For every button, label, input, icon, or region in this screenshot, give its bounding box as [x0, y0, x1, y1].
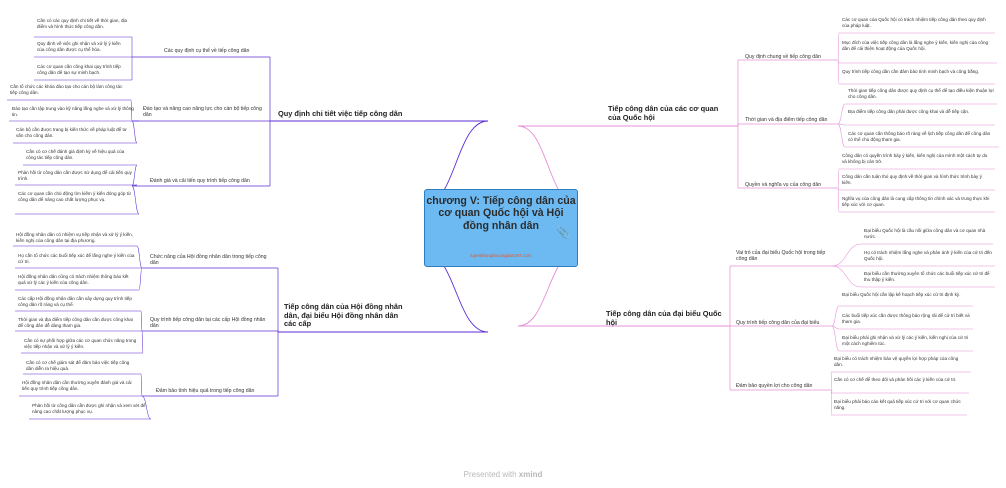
branch-b4-sub-0-leaf-0[interactable]: Đại biểu Quốc hội là cầu nối giữa công d… [864, 228, 986, 239]
leaf-connector [141, 395, 152, 420]
leaf-connector [837, 168, 840, 189]
branch-b2-sub-2-leaf-0[interactable]: Cần có cơ chế giám sát để đảm bảo việc t… [26, 360, 130, 371]
branch-b1-sub-1-leaf-0[interactable]: Cần tổ chức các khóa đào tạo cho cán bộ … [10, 84, 123, 95]
branch-b3-sub-0-leaf-0[interactable]: Các cơ quan của Quốc hội có trách nhiệm … [842, 17, 986, 28]
branch-b4-sub-2-leaf-2[interactable]: Đại biểu phải báo cáo kết quả tiếp xúc c… [834, 399, 961, 410]
branch-b4-sub-1-leaf-1[interactable]: Các buổi tiếp xúc cần được thông báo rộn… [842, 313, 970, 324]
branch-b4-title[interactable]: Tiếp công dân của đại biểu Quốc hội [606, 309, 722, 327]
leaf-connector [140, 310, 143, 332]
leaf-connector [830, 389, 833, 416]
branch-b1-sub-0-leaf-2[interactable]: Các cơ quan cần công khai quy trình tiếp… [37, 64, 121, 75]
branch-b3-sub-2-leaf-1[interactable]: Công dân cần tuân thủ quy định về thời g… [842, 174, 982, 185]
central-topic[interactable]: chương V: Tiếp công dân của cơ quan Quốc… [424, 189, 578, 267]
branch-b1-sub-2[interactable]: Đánh giá và cải tiến quy trình tiếp công… [150, 178, 250, 184]
central-topic-url: luyenthongtincongdan247.com [470, 253, 532, 258]
branch-b3-sub-2-leaf-2[interactable]: Nghĩa vụ của công dân là cung cấp thông … [842, 196, 990, 207]
leaf-connector [831, 325, 840, 330]
branch-b3-sub-2-leaf-0[interactable]: Công dân có quyền trình bày ý kiến, kiến… [842, 153, 988, 164]
branch-b2-sub-2-leaf-2[interactable]: Phản hồi từ công dân cần được ghi nhận v… [32, 403, 146, 414]
leaf-connector [138, 267, 143, 291]
branch-b1-sub-0-leaf-0[interactable]: Cần có các quy định chi tiết về thời gia… [37, 18, 128, 29]
branch-b1-sub-1-leaf-2[interactable]: Cán bộ cần được trang bị kiến thức về ph… [16, 127, 127, 138]
branch-b3-sub-0[interactable]: Quy định chung về tiếp công dân [745, 54, 821, 60]
branch-b2-title[interactable]: Tiếp công dân của Hội đồng nhân dân, đại… [284, 302, 403, 329]
branch-b3-sub-0-leaf-2[interactable]: Quy trình tiếp công dân cần đảm bảo tính… [842, 69, 980, 74]
leaf-connector [140, 373, 143, 397]
branch-b4-sub-1[interactable]: Quy trình tiếp công dân của đại biểu [736, 320, 820, 326]
branch-b2-sub-0-leaf-1[interactable]: Họ cần tổ chức các buổi tiếp xúc để lắng… [18, 253, 135, 264]
branch-b2-sub-0-leaf-0[interactable]: Hội đồng nhân dân có nhiệm vụ tiếp nhận … [16, 232, 133, 243]
branch-b4-sub-2[interactable]: Đảm bảo quyền lợi cho công dân [736, 383, 813, 389]
branch-b1-sub-0-leaf-1[interactable]: Quy định về việc ghi nhận và xử lý ý kiế… [37, 41, 121, 52]
branch-b3-sub-2[interactable]: Quyền và nghĩa vụ của công dân [745, 182, 822, 188]
branch-b3-sub-1[interactable]: Thời gian và địa điểm tiếp công dân [745, 117, 828, 123]
branch-b4-sub-0[interactable]: Vai trò của đại biểu Quốc hội trong tiếp… [736, 250, 826, 263]
leaf-connector [837, 59, 840, 85]
leaf-connector [831, 265, 862, 288]
branch-b3-sub-1-leaf-2[interactable]: Các cơ quan cần thông báo rõ ràng về lịc… [848, 131, 991, 142]
branch-b1-sub-0[interactable]: Các quy định cụ thể về tiếp công dân [164, 48, 250, 54]
attachment-icon: 📎 [556, 227, 570, 239]
leaf-connector [831, 243, 862, 267]
branch-b1-sub-2-leaf-1[interactable]: Phản hồi từ công dân cần được sử dụng để… [18, 170, 132, 181]
branch-b3-sub-0-leaf-1[interactable]: Mục đích của việc tiếp công dân là lắng … [842, 40, 989, 51]
branch-b1-title[interactable]: Quy định chi tiết việc tiếp công dân [278, 109, 403, 118]
branch-b2-sub-0[interactable]: Chức năng của Hội đồng nhân dân trong ti… [150, 254, 267, 267]
leaf-connector [831, 325, 840, 352]
leaf-connector [837, 32, 840, 61]
leaf-connector [837, 187, 840, 213]
leaf-connector [830, 371, 833, 391]
branch-b2-sub-1-leaf-0[interactable]: Các cấp Hội đồng nhân dân cần xây dựng q… [18, 296, 132, 307]
leaf-connector [130, 99, 133, 122]
branch-b4-sub-0-leaf-1[interactable]: Họ có trách nhiệm lắng nghe và phản ánh … [864, 250, 992, 261]
leaf-connector [141, 330, 144, 354]
branch-b3-title[interactable]: Tiếp công dân của các cơ quan của Quốc h… [608, 104, 719, 122]
branch-b4-sub-1-leaf-2[interactable]: Đại biểu phải ghi nhận và xử lý các ý ki… [842, 335, 969, 346]
leaf-connector [837, 123, 846, 148]
branch-b4-sub-1-leaf-0[interactable]: Đại biểu Quốc hội cần lập kế hoạch tiếp … [842, 292, 961, 297]
leaf-connector [837, 123, 846, 126]
branch-b2-sub-2-leaf-1[interactable]: Hội đồng nhân dân cần thường xuyên đánh … [22, 380, 132, 391]
xmind-logo: xmind [518, 470, 543, 479]
branch-b4-sub-2-leaf-0[interactable]: Đại biểu có trách nhiệm bảo vệ quyền lợi… [834, 356, 959, 367]
footer-prefix: Presented with [463, 470, 517, 479]
leaf-connector [131, 164, 138, 187]
branch-b1-sub-2-leaf-2[interactable]: Các cơ quan cần chủ động tìm kiếm ý kiến… [18, 191, 132, 202]
central-topic-title: chương V: Tiếp công dân của cơ quan Quốc… [426, 195, 576, 232]
branch-b4-sub-2-leaf-1[interactable]: Cần có cơ chế để theo dõi và phản hồi cá… [834, 377, 957, 382]
branch-b4-sub-0-leaf-2[interactable]: Đại biểu cần thường xuyên tổ chức các bu… [864, 271, 990, 282]
branch-b2-sub-1[interactable]: Quy trình tiếp công dân tại các cấp Hội … [150, 317, 266, 330]
branch-b2-sub-1-leaf-1[interactable]: Thời gian và địa điểm tiếp công dân cần … [18, 317, 133, 328]
leaf-connector [136, 245, 143, 269]
branch-b1-sub-1[interactable]: Đào tạo và nâng cao năng lực cho cán bộ … [143, 106, 262, 119]
leaf-connector [131, 120, 138, 144]
branch-b1-sub-2-leaf-0[interactable]: Cần có cơ chế đánh giá định kỳ về hiệu q… [26, 149, 125, 160]
branch-b3-sub-1-leaf-0[interactable]: Thời gian tiếp công dân được quy định cụ… [848, 88, 994, 99]
branch-b1-sub-1-leaf-1[interactable]: Đào tạo cần tập trung vào kỹ năng lắng n… [12, 106, 134, 117]
branch-b2-sub-1-leaf-2[interactable]: Cần có sự phối hợp giữa các cơ quan chức… [24, 338, 137, 349]
leaf-connector [131, 185, 140, 215]
leaf-connector [837, 103, 846, 125]
branch-b3-sub-1-leaf-1[interactable]: Địa điểm tiếp công dân phải được công kh… [848, 109, 970, 114]
leaf-connector [831, 305, 840, 327]
branch-b2-sub-0-leaf-2[interactable]: Hội đồng nhân dân cũng có trách nhiệm th… [18, 274, 129, 285]
footer-credit: Presented with xmind [0, 470, 1006, 479]
branch-b2-sub-2[interactable]: Đảm bảo tính hiệu quả trong tiếp công dâ… [156, 388, 255, 394]
